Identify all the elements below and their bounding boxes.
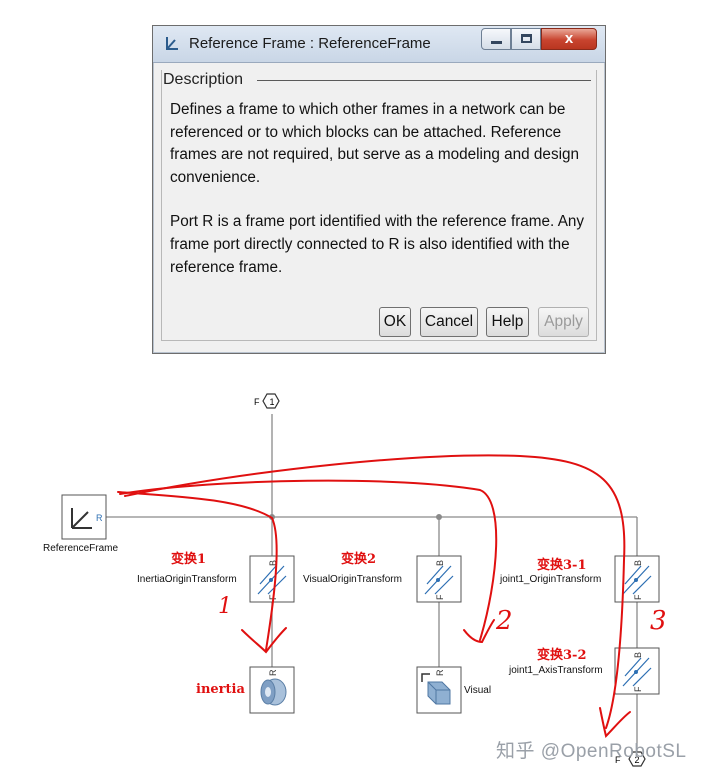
cancel-button[interactable]: Cancel xyxy=(420,307,478,337)
maximize-button[interactable] xyxy=(511,28,541,50)
joint-origin-transform-block[interactable]: B F xyxy=(614,555,660,603)
inertia-origin-transform-label: InertiaOriginTransform xyxy=(137,574,237,585)
dialog-titlebar[interactable]: Reference Frame : ReferenceFrame x xyxy=(153,26,605,63)
annotation-transform-2: 变换2 xyxy=(341,552,377,567)
joint-origin-port-f: F xyxy=(633,594,643,600)
minimize-button[interactable] xyxy=(481,28,511,50)
description-group-label: Description xyxy=(163,71,248,89)
visual-transform-port-b: B xyxy=(435,560,445,566)
joint-axis-transform-block[interactable]: B F xyxy=(614,647,660,695)
description-group xyxy=(161,70,597,341)
connection-lines xyxy=(106,414,638,752)
red-arrow-2 xyxy=(119,479,498,641)
port-f2-letter: F xyxy=(615,755,621,765)
annotation-number-2: 2 xyxy=(496,606,513,636)
ok-button[interactable]: OK xyxy=(379,307,411,337)
minimize-icon xyxy=(491,41,502,44)
visual-origin-transform-block[interactable]: B F xyxy=(416,555,462,603)
reference-frame-port-r: R xyxy=(96,513,103,523)
visual-port-r: R xyxy=(435,669,445,676)
visual-label: Visual xyxy=(464,685,492,696)
reference-frame-icon xyxy=(166,37,178,50)
reference-frame-label: ReferenceFrame xyxy=(43,543,119,554)
reference-frame-dialog: Reference Frame : ReferenceFrame x Descr… xyxy=(152,25,606,354)
visual-origin-transform-label: VisualOriginTransform xyxy=(303,574,402,585)
inertia-origin-transform-block[interactable]: B F xyxy=(249,555,295,603)
annotation-transform-1: 变换1 xyxy=(171,552,207,567)
port-f2-number: 2 xyxy=(634,755,639,765)
junction-dot-2 xyxy=(436,514,442,520)
group-divider xyxy=(257,80,591,81)
visual-transform-port-f: F xyxy=(435,594,445,600)
port-f2[interactable] xyxy=(628,751,646,767)
red-arrow-3-head xyxy=(599,707,631,738)
visual-block[interactable]: R xyxy=(416,666,462,714)
joint-axis-port-b: B xyxy=(633,652,643,658)
port-f1-number: 1 xyxy=(269,397,274,407)
annotation-transform-3-2: 变换3-2 xyxy=(537,648,587,663)
inertia-port-r: R xyxy=(268,669,278,676)
close-icon: x xyxy=(564,30,574,47)
description-paragraph-2: Port R is a frame port identified with t… xyxy=(170,213,585,276)
joint-origin-transform-label: joint1_OriginTransform xyxy=(500,574,602,585)
annotation-number-1: 1 xyxy=(218,594,232,619)
red-arrow-3 xyxy=(124,454,626,729)
annotation-transform-3-1: 变换3-1 xyxy=(537,558,587,573)
red-annotation-strokes xyxy=(117,454,631,738)
port-f1-letter: F xyxy=(254,397,260,407)
reference-frame-block[interactable]: R xyxy=(61,494,107,540)
red-arrow-2-head xyxy=(463,619,495,644)
joint-origin-port-b: B xyxy=(633,560,643,566)
watermark: 知乎 @OpenRobotSL xyxy=(496,741,687,762)
window-controls: x xyxy=(481,28,597,50)
annotation-number-3: 3 xyxy=(650,606,667,636)
dialog-title: Reference Frame : ReferenceFrame xyxy=(189,35,431,52)
port-f1[interactable] xyxy=(262,393,280,409)
description-paragraph-1: Defines a frame to which other frames in… xyxy=(170,101,580,186)
joint-axis-port-f: F xyxy=(633,686,643,692)
joint-axis-transform-label: joint1_AxisTransform xyxy=(509,665,603,676)
help-button[interactable]: Help xyxy=(486,307,529,337)
description-text: Defines a frame to which other frames in… xyxy=(170,99,590,301)
red-arrow-1-head xyxy=(241,627,287,654)
annotation-inertia: inertia xyxy=(196,682,245,697)
close-button[interactable]: x xyxy=(541,28,597,50)
inertia-transform-port-b: B xyxy=(268,560,278,566)
red-arrow-1 xyxy=(117,491,278,651)
maximize-icon xyxy=(521,34,532,43)
inertia-block[interactable]: R xyxy=(249,666,295,714)
apply-button[interactable]: Apply xyxy=(538,307,589,337)
